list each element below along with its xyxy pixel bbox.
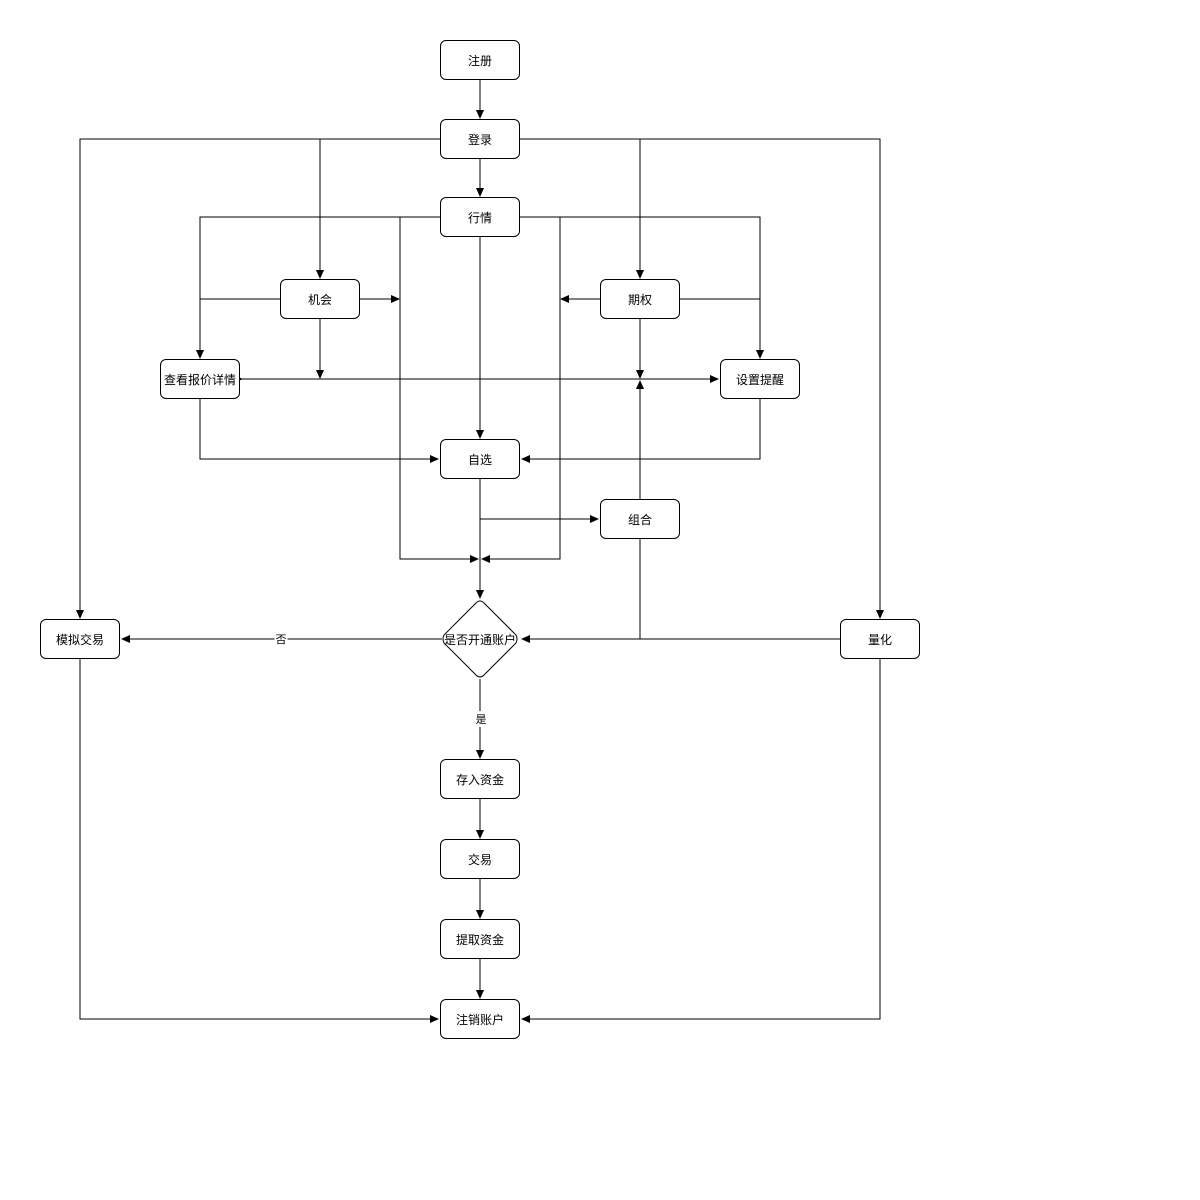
node-quote-detail-label: 查看报价详情 [163, 372, 236, 387]
node-market[interactable]: 行情 [440, 197, 520, 237]
node-withdraw[interactable]: 提取资金 [440, 919, 520, 959]
edge-setalert-watchlist [521, 399, 761, 463]
node-open-account-label: 是否开通账户 [443, 632, 516, 647]
node-register-label: 注册 [467, 53, 492, 68]
node-quant-label: 量化 [867, 632, 892, 647]
edge-market-quotedetail [196, 216, 440, 359]
edge-market-setalert [520, 216, 764, 359]
edge-label-yes: 是 [474, 711, 488, 727]
node-watchlist-label: 自选 [467, 452, 492, 467]
edge-portfolio-openaccount [521, 539, 641, 643]
node-watchlist[interactable]: 自选 [440, 439, 520, 479]
node-deposit-label: 存入资金 [455, 772, 504, 787]
edge-label-no: 否 [274, 631, 288, 647]
node-trade-label: 交易 [467, 852, 492, 867]
node-options[interactable]: 期权 [600, 279, 680, 319]
node-login[interactable]: 登录 [440, 119, 520, 159]
node-set-alert[interactable]: 设置提醒 [720, 359, 800, 399]
edge-market-right-loop [481, 216, 561, 563]
node-close-account-label: 注销账户 [455, 1012, 504, 1027]
node-set-alert-label: 设置提醒 [735, 372, 784, 387]
node-options-label: 期权 [627, 292, 652, 307]
node-quant[interactable]: 量化 [840, 619, 920, 659]
node-portfolio-label: 组合 [627, 512, 652, 527]
node-register[interactable]: 注册 [440, 40, 520, 80]
decision-diamond-shape [442, 600, 518, 678]
node-sim-trade[interactable]: 模拟交易 [40, 619, 120, 659]
node-quote-detail[interactable]: 查看报价详情 [160, 359, 240, 399]
edge-quant-closeaccount [521, 659, 881, 1023]
edge-market-left-loop [399, 216, 479, 563]
node-deposit[interactable]: 存入资金 [440, 759, 520, 799]
node-market-label: 行情 [467, 210, 492, 225]
node-close-account[interactable]: 注销账户 [440, 999, 520, 1039]
node-sim-trade-label: 模拟交易 [55, 632, 104, 647]
node-trade[interactable]: 交易 [440, 839, 520, 879]
node-opportunity-label: 机会 [307, 292, 332, 307]
node-portfolio[interactable]: 组合 [600, 499, 680, 539]
node-withdraw-label: 提取资金 [455, 932, 504, 947]
edge-quotedetail-watchlist [199, 399, 439, 463]
edge-simtrade-closeaccount [79, 659, 439, 1023]
node-login-label: 登录 [467, 132, 492, 147]
node-opportunity[interactable]: 机会 [280, 279, 360, 319]
node-open-account-decision[interactable]: 是否开通账户 [440, 599, 520, 679]
edge-watchlist-portfolio [479, 479, 599, 523]
